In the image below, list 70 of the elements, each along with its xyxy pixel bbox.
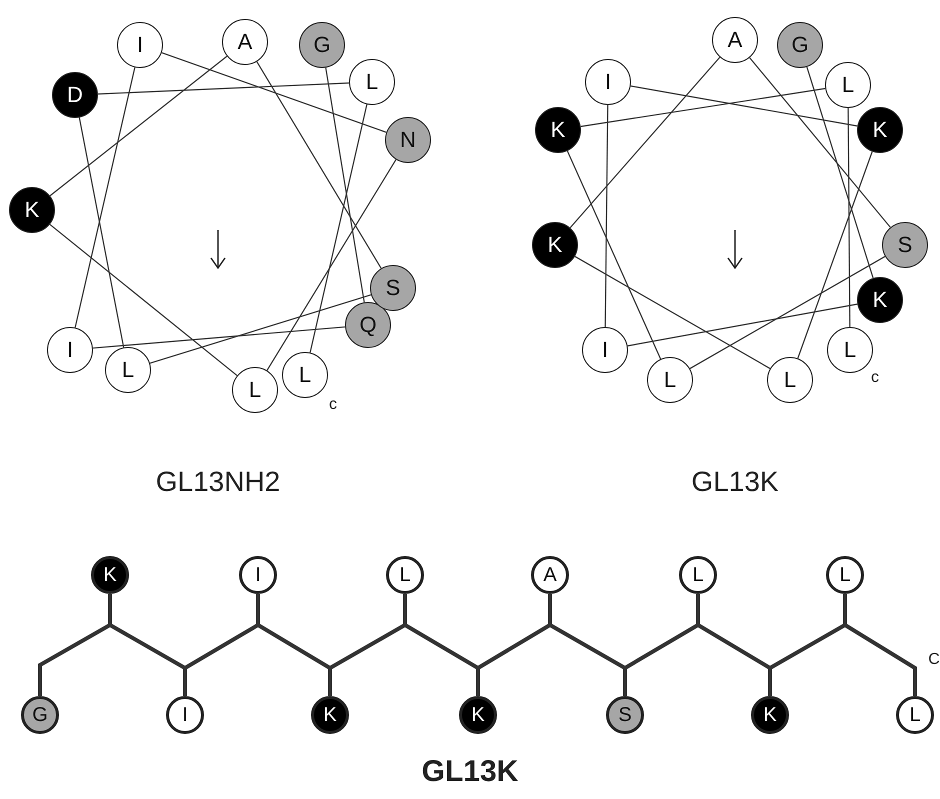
residue-circle: K	[311, 696, 349, 734]
connector-line	[580, 88, 826, 128]
connector-line	[848, 108, 850, 327]
connector-line	[325, 68, 365, 302]
connector-line	[50, 56, 228, 196]
residue-circle: A	[222, 19, 268, 65]
residue-circle: K	[857, 107, 903, 153]
residue-circle: K	[459, 696, 497, 734]
residue-circle: Q	[345, 302, 391, 348]
connector-line	[749, 57, 891, 228]
residue-circle: I	[117, 22, 163, 68]
connector-line	[161, 52, 387, 133]
residue-circle: L	[896, 696, 934, 734]
connector-line	[256, 61, 382, 269]
connector-line	[74, 67, 136, 328]
residue-circle: L	[232, 367, 278, 413]
residue-circle: L	[349, 59, 395, 105]
residue-circle: G	[777, 22, 823, 68]
peptide-name: GL13K	[422, 757, 518, 787]
connector-line	[690, 256, 886, 370]
residue-circle: K	[532, 222, 578, 268]
residue-circle: I	[582, 327, 628, 373]
residue-circle: S	[606, 696, 644, 734]
residue-circle: L	[105, 347, 151, 393]
peptide-name: GL13NH2	[156, 468, 280, 496]
connector-line	[150, 294, 372, 364]
residue-circle: N	[385, 117, 431, 163]
connector-line	[630, 85, 858, 127]
residue-circle: L	[282, 352, 328, 398]
residue-circle: K	[535, 107, 581, 153]
residue-circle: S	[370, 265, 416, 311]
residue-circle: I	[166, 696, 204, 734]
residue-circle: L	[826, 556, 864, 594]
connector-line	[604, 105, 608, 327]
connector-line	[843, 594, 917, 696]
residue-circle: K	[91, 556, 129, 594]
connector-line	[78, 117, 124, 348]
terminus-label: c	[329, 397, 337, 413]
connector-line	[266, 159, 396, 371]
residue-circle: K	[9, 187, 55, 233]
residue-circle: G	[299, 22, 345, 68]
residue-circle: A	[531, 556, 569, 594]
residue-circle: K	[857, 277, 903, 323]
connector-line	[50, 224, 238, 376]
residue-circle: S	[882, 222, 928, 268]
residue-circle: I	[239, 556, 277, 594]
peptide-name: GL13K	[691, 468, 779, 496]
residue-circle: I	[47, 327, 93, 373]
residue-circle: D	[52, 72, 98, 118]
connector-line	[574, 256, 770, 370]
residue-circle: A	[712, 17, 758, 63]
residue-circle: L	[825, 62, 871, 108]
connector-line	[628, 304, 858, 346]
residue-circle: L	[386, 556, 424, 594]
residue-circle: I	[585, 59, 631, 105]
connector-line	[566, 150, 662, 360]
connector-line	[797, 151, 873, 359]
connector-line	[98, 82, 350, 95]
residue-circle: L	[679, 556, 717, 594]
terminus-label: c	[871, 370, 879, 386]
residue-circle: L	[647, 357, 693, 403]
connector-line	[570, 56, 720, 228]
connector-line	[806, 66, 874, 278]
residue-circle: K	[751, 696, 789, 734]
connector-line	[92, 326, 346, 349]
residue-circle: L	[767, 357, 813, 403]
terminus-label: C	[928, 652, 940, 668]
connector-line	[310, 104, 368, 353]
residue-circle: L	[827, 327, 873, 373]
residue-circle: G	[21, 696, 59, 734]
